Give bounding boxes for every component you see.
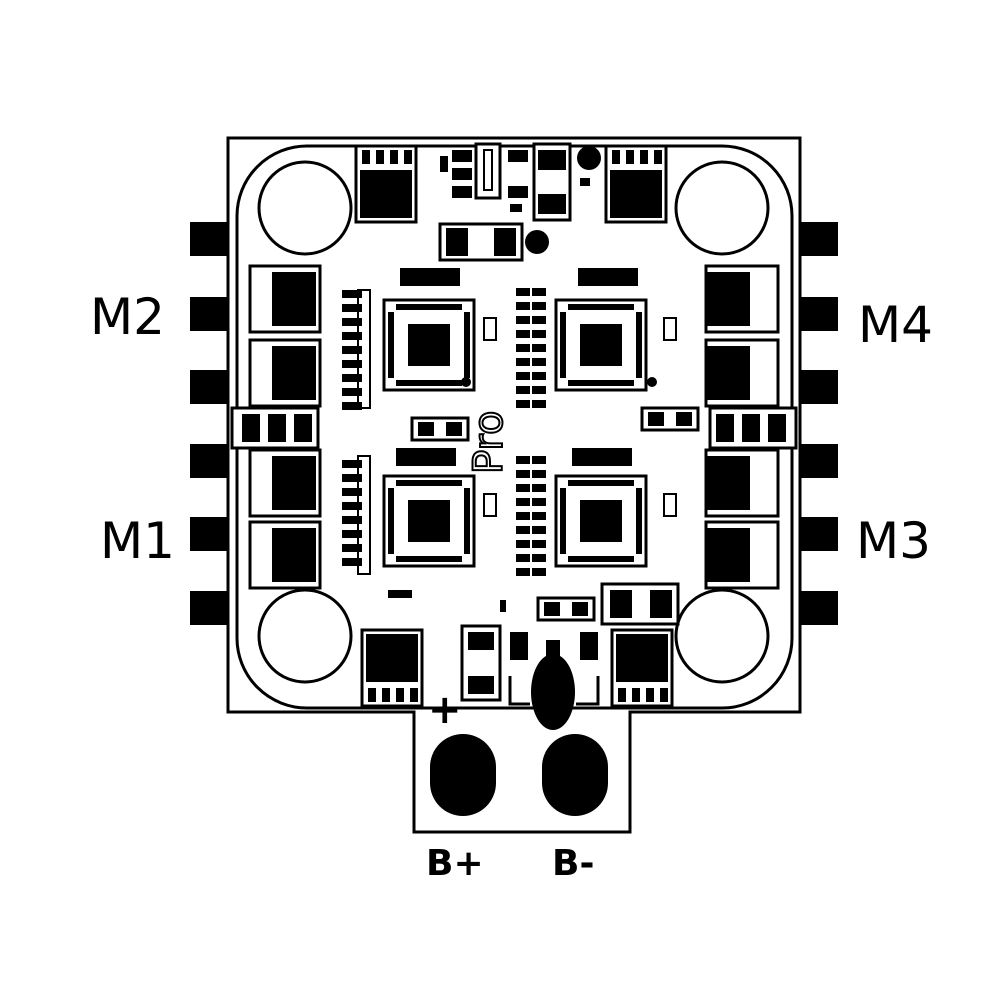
mounting-holes — [257, 160, 770, 684]
pad — [190, 222, 228, 256]
pad — [190, 517, 228, 551]
mosfet — [354, 144, 418, 224]
pad — [800, 370, 838, 404]
battery-label-negative: B- — [552, 843, 595, 884]
pad — [800, 444, 838, 478]
top-components — [438, 142, 601, 262]
mounting-hole-bottom-right — [674, 588, 770, 684]
passives-center-bottom — [516, 456, 546, 576]
mosfet — [704, 520, 780, 590]
pad — [800, 222, 838, 256]
battery-pad-negative — [542, 734, 608, 816]
passives-small — [483, 317, 677, 517]
battery-label-positive: B+ — [426, 843, 484, 884]
battery-pad-positive — [430, 734, 496, 816]
mosfet — [248, 448, 322, 518]
motor-label-m3: M3 — [856, 512, 931, 570]
esc-chip-bottom-right — [554, 448, 648, 568]
motor-label-m1: M1 — [100, 512, 175, 570]
mosfet — [704, 338, 780, 408]
mounting-hole-top-right — [674, 160, 770, 256]
passives-left-top — [342, 289, 371, 410]
pad — [190, 444, 228, 478]
esc-chip-bottom-left — [382, 448, 476, 568]
capacitor-right — [708, 406, 798, 450]
mosfet — [610, 628, 674, 708]
pad — [190, 370, 228, 404]
motor-label-m2: M2 — [90, 288, 165, 346]
mosfet — [604, 144, 668, 224]
mounting-hole-bottom-left — [257, 588, 353, 684]
pad — [800, 591, 838, 625]
mounting-hole-top-left — [257, 160, 353, 256]
passives-center-top — [516, 288, 546, 408]
mosfet — [704, 264, 780, 334]
mosfet — [248, 338, 322, 408]
motor-label-m4: M4 — [858, 296, 933, 354]
mosfets-bottom — [360, 628, 674, 708]
esc-chip-top-left — [382, 268, 476, 392]
power-section — [460, 624, 600, 730]
mosfet — [248, 520, 322, 590]
capacitor-left — [230, 406, 320, 450]
mosfets-left — [230, 264, 322, 590]
motor-pads-left — [190, 222, 228, 625]
pad — [800, 297, 838, 331]
polarity-plus-mark: + — [428, 687, 462, 733]
motor-pads-right — [800, 222, 838, 625]
passives-left-bottom — [342, 455, 371, 575]
mosfets-top — [354, 144, 668, 224]
mosfet — [704, 448, 780, 518]
pad — [190, 591, 228, 625]
esc-chip-top-right — [554, 268, 657, 392]
pad — [190, 297, 228, 331]
mosfet — [248, 264, 322, 334]
battery-pads — [430, 734, 608, 816]
pad — [800, 517, 838, 551]
silkscreen-pro: Pro — [466, 411, 512, 474]
center-capacitors — [388, 406, 700, 626]
mosfet — [360, 628, 424, 708]
mosfets-right — [704, 264, 798, 590]
